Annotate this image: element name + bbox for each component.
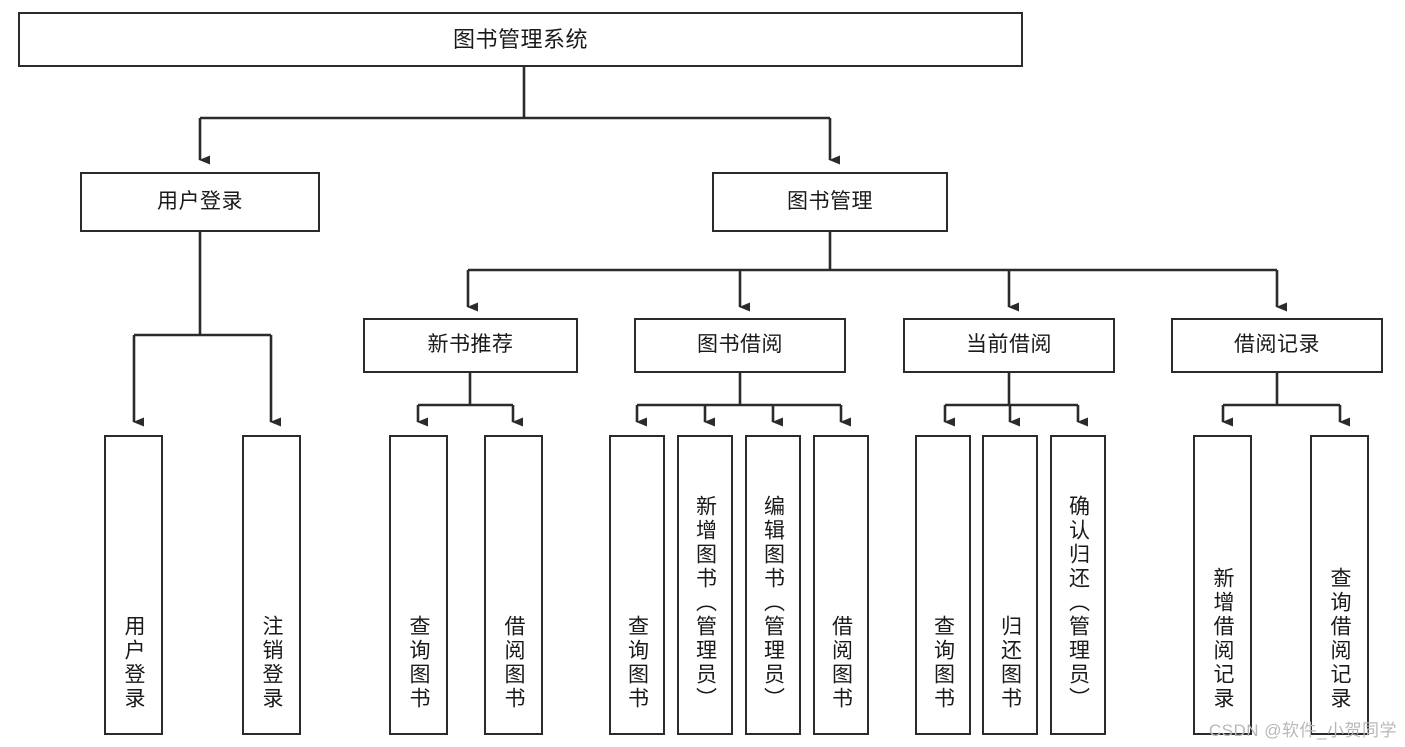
leaf-logout[interactable]: 注销登录 (242, 435, 301, 735)
node-label: 图书管理 (787, 189, 873, 213)
node-label: 用户登录 (157, 189, 243, 213)
node-label: 用户登录 (122, 615, 145, 711)
node-label: 查询图书 (625, 615, 649, 711)
node-new-book-recommend[interactable]: 新书推荐 (363, 318, 578, 373)
node-label: 查询借阅记录 (1328, 567, 1351, 711)
leaf-query-book-2[interactable]: 查询图书 (609, 435, 665, 735)
leaf-return-book[interactable]: 归还图书 (982, 435, 1038, 735)
leaf-query-book-1[interactable]: 查询图书 (389, 435, 448, 735)
leaf-query-borrow-record[interactable]: 查询借阅记录 (1310, 435, 1369, 735)
node-label: 借阅记录 (1234, 333, 1320, 357)
node-book-management[interactable]: 图书管理 (712, 172, 948, 232)
leaf-user-login[interactable]: 用户登录 (104, 435, 163, 735)
node-label: 借阅图书 (829, 615, 853, 711)
leaf-add-book[interactable]: 新增图书（管理员） (677, 435, 733, 735)
node-label: 当前借阅 (966, 333, 1052, 357)
leaf-edit-book[interactable]: 编辑图书（管理员） (745, 435, 801, 735)
node-label: 注销登录 (260, 615, 283, 711)
node-label: 确认归还（管理员） (1066, 495, 1090, 711)
node-borrow-record[interactable]: 借阅记录 (1171, 318, 1383, 373)
node-label: 归还图书 (998, 615, 1022, 711)
node-label: 编辑图书（管理员） (761, 495, 785, 711)
leaf-borrow-book-1[interactable]: 借阅图书 (484, 435, 543, 735)
node-label: 借阅图书 (502, 615, 525, 711)
node-user-login[interactable]: 用户登录 (80, 172, 320, 232)
node-book-borrow[interactable]: 图书借阅 (634, 318, 846, 373)
leaf-borrow-book-2[interactable]: 借阅图书 (813, 435, 869, 735)
leaf-confirm-return[interactable]: 确认归还（管理员） (1050, 435, 1106, 735)
watermark-text: CSDN @软件_小贺同学 (1208, 721, 1397, 740)
node-label: 新书推荐 (427, 333, 514, 357)
node-label: 新增图书（管理员） (693, 495, 717, 711)
node-label: 新增借阅记录 (1211, 567, 1234, 711)
node-root-system[interactable]: 图书管理系统 (18, 12, 1023, 67)
node-label: 查询图书 (407, 615, 430, 711)
leaf-add-borrow-record[interactable]: 新增借阅记录 (1193, 435, 1252, 735)
node-label: 查询图书 (931, 615, 955, 711)
node-current-borrow[interactable]: 当前借阅 (903, 318, 1115, 373)
node-label: 图书管理系统 (452, 26, 588, 52)
leaf-query-book-3[interactable]: 查询图书 (915, 435, 971, 735)
node-label: 图书借阅 (697, 333, 783, 357)
